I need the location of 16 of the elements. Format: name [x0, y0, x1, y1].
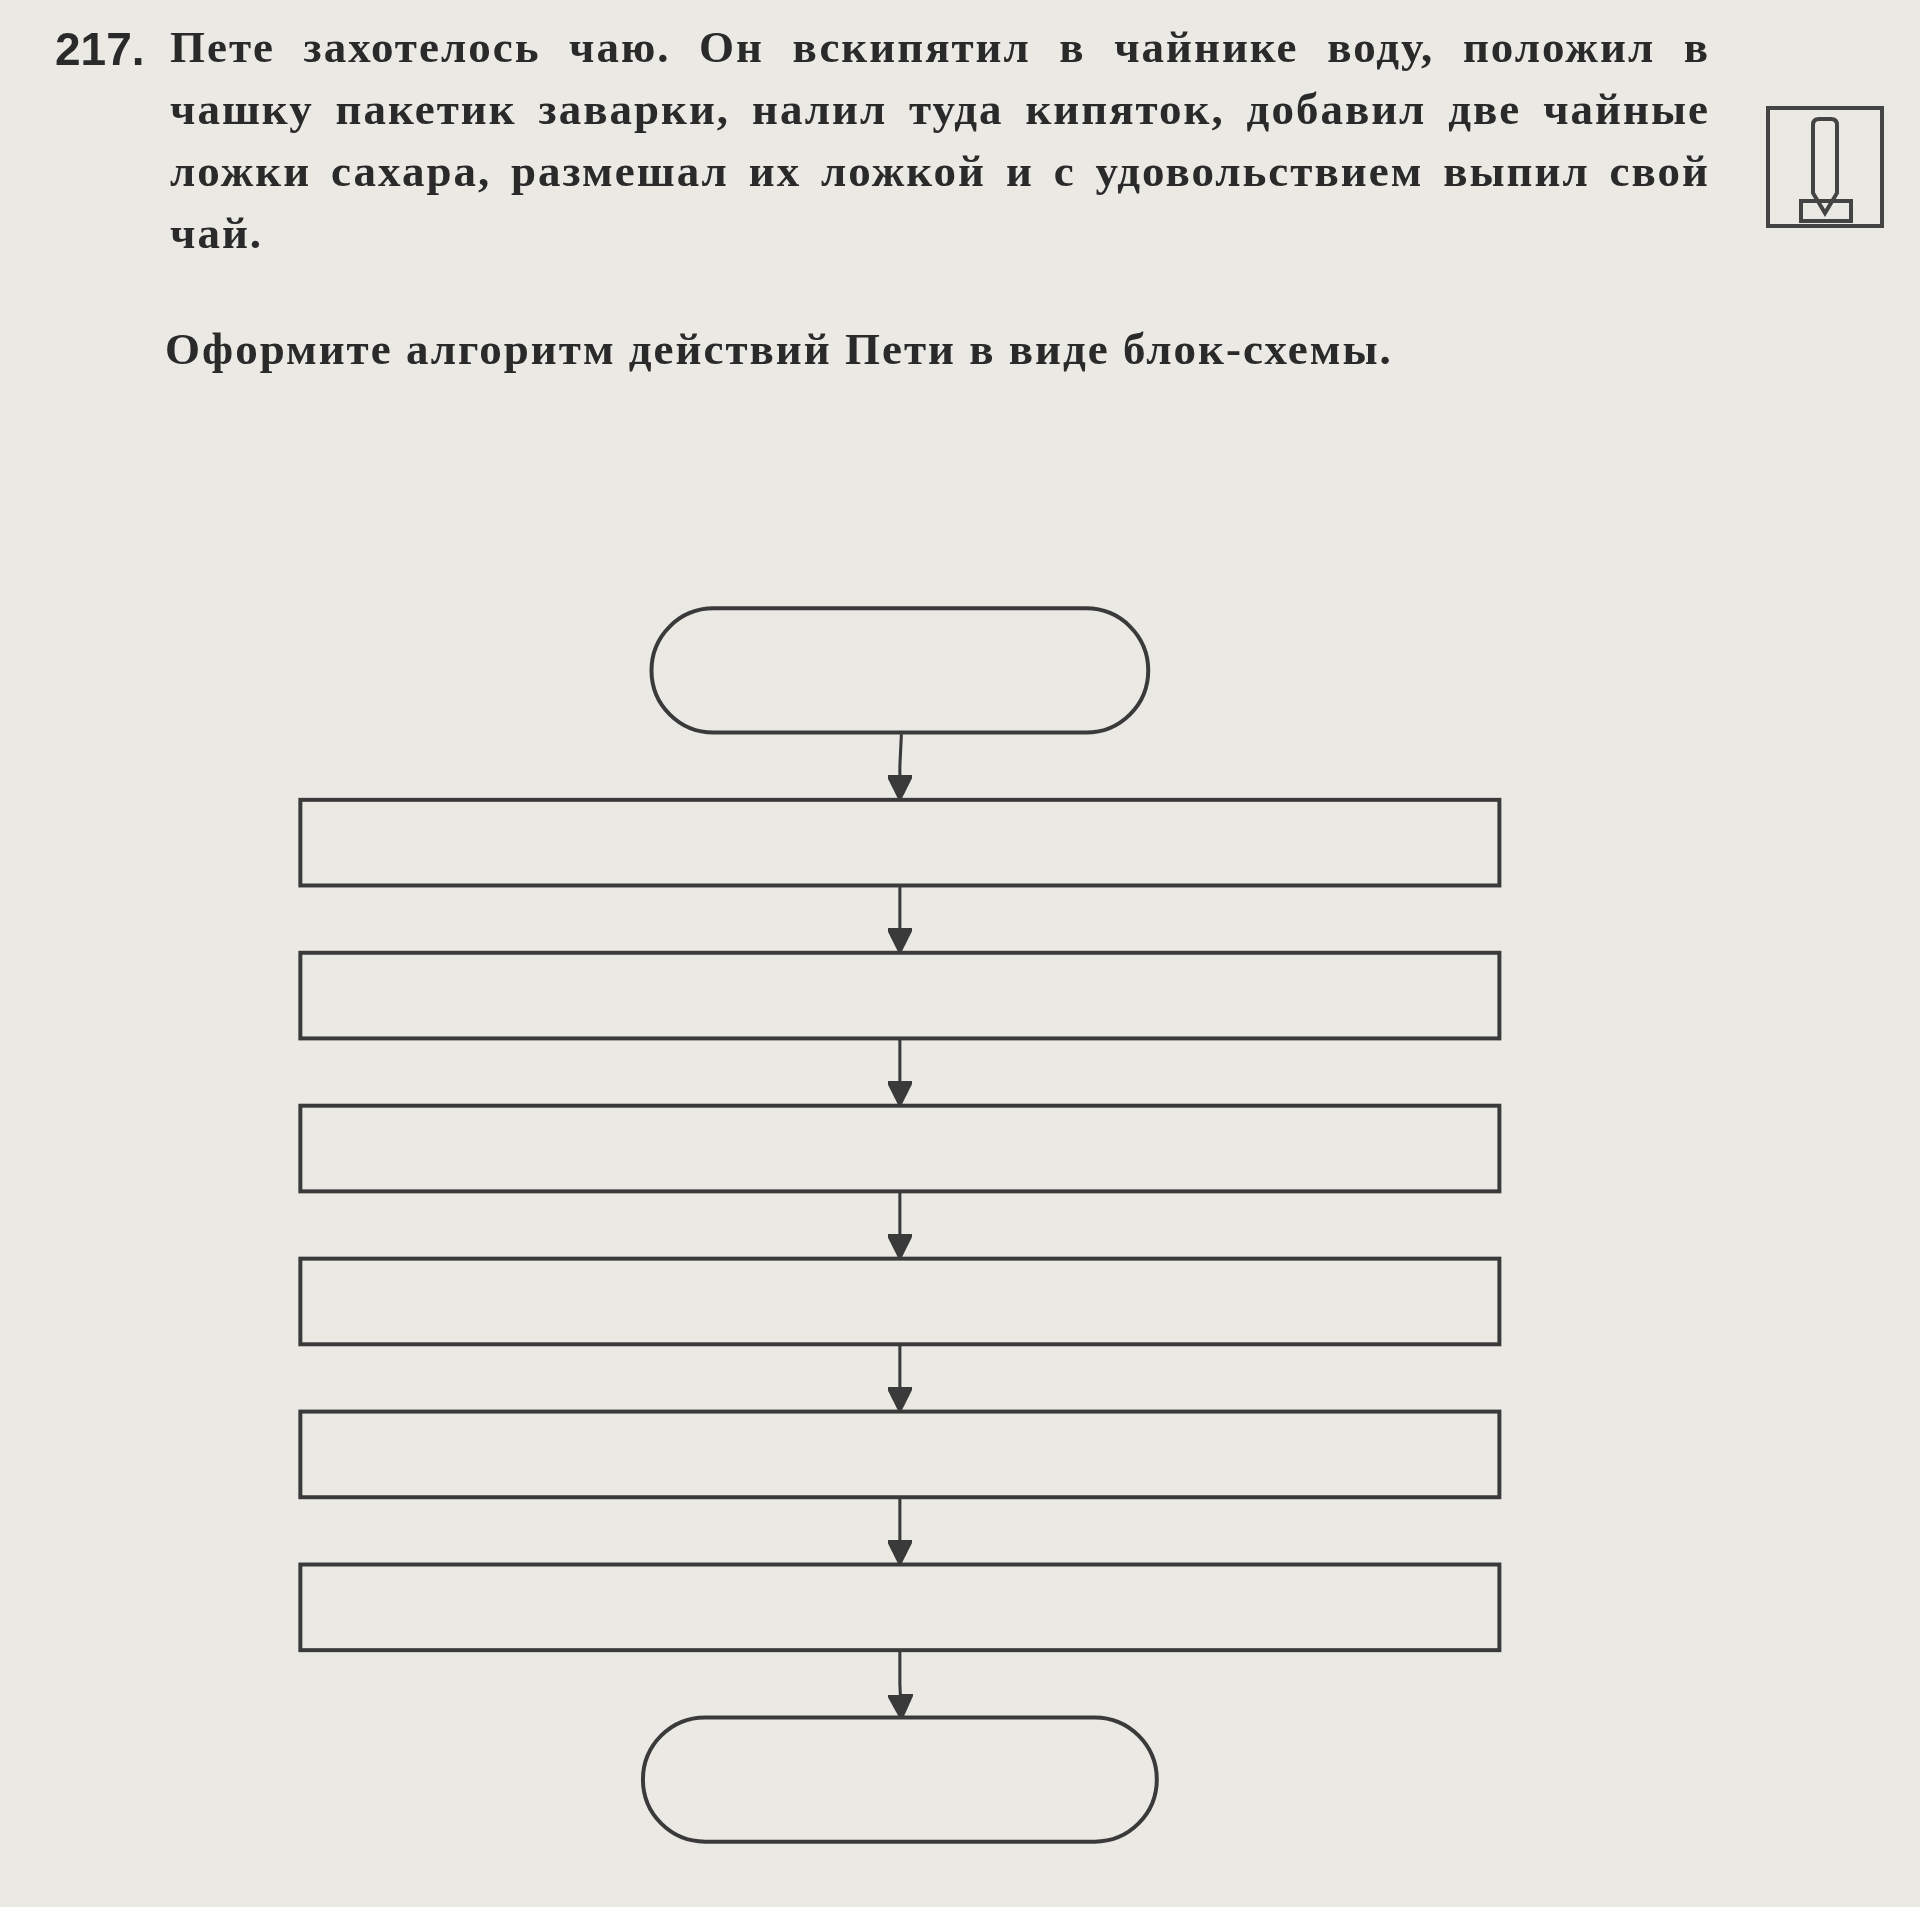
node-box: [298, 1562, 1502, 1653]
node-stadium: [641, 1715, 1159, 1844]
node-box: [298, 950, 1502, 1041]
arrow: [886, 1038, 914, 1107]
arrow: [886, 885, 914, 954]
node-box: [298, 1256, 1502, 1347]
exercise-number: 217.: [55, 22, 145, 76]
node-box: [298, 1409, 1502, 1500]
arrow: [886, 1191, 914, 1260]
instruction-text: Оформите алгоритм действий Пети в виде блок-схемы.: [165, 323, 1394, 376]
node-box: [298, 797, 1502, 888]
task-text: Пете захотелось чаю. Он вскипятил в чайнике воду, положил в чашку пакетик заварки, налил туда кипяток, добавил две чайные ложки сахара, размешал их ложкой и с удовольствием выпил свой чай.: [170, 21, 1710, 260]
node-stadium: [649, 606, 1151, 735]
node-box: [298, 1103, 1502, 1194]
arrow: [886, 1497, 914, 1566]
arrow: [886, 1344, 914, 1413]
